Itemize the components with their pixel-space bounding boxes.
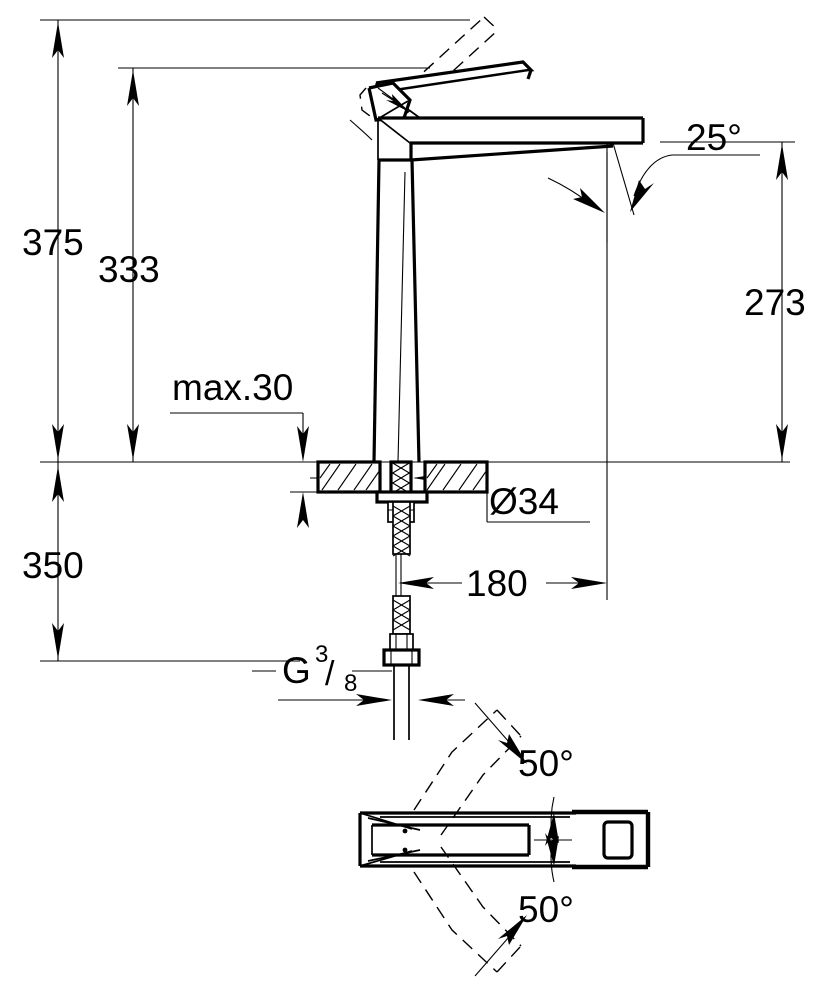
plan-body-block xyxy=(534,809,651,870)
dimension-max-30: max.30 xyxy=(170,367,309,528)
supply-hose xyxy=(382,554,421,740)
dimension-thread-denominator: 8 xyxy=(344,670,357,697)
dimension-350: 350 xyxy=(22,462,84,661)
lever-raised-ghost xyxy=(359,16,499,117)
faucet-lever xyxy=(374,60,535,119)
dimension-180-label: 180 xyxy=(466,563,528,604)
dimension-375: 375 xyxy=(22,20,84,502)
mounting-shank xyxy=(375,460,429,557)
dimension-333: 333 xyxy=(98,68,160,462)
faucet-column xyxy=(372,159,421,463)
dimension-angle-25-label: 25° xyxy=(686,117,742,158)
stud-thread-hatch xyxy=(392,505,411,557)
dimension-angle-50-lower: 50° xyxy=(474,833,574,977)
plan-spout-ghost-left xyxy=(413,709,522,836)
dimension-273-label: 273 xyxy=(744,282,806,323)
countertop-hatch-left xyxy=(319,463,381,491)
dimension-angle-50-upper-label: 50° xyxy=(518,743,574,784)
dimension-angle-50-lower-label: 50° xyxy=(518,889,574,930)
dimension-thread-numerator: 3 xyxy=(315,641,328,668)
faucet-front-elevation xyxy=(349,16,645,463)
dimension-thread-label-g: G xyxy=(282,650,311,691)
dimension-350-label: 350 xyxy=(22,545,84,586)
countertop-hatch-right xyxy=(426,463,488,491)
dimension-angle-25: 25° xyxy=(547,117,760,243)
plan-view: 50° 50° xyxy=(358,702,651,977)
lever-detail-arrows xyxy=(377,87,409,112)
dimension-diameter-34-label: Ø34 xyxy=(489,481,559,522)
dimension-thread-slash: / xyxy=(325,655,335,693)
dimension-thread-g38: G 3 / 8 xyxy=(252,641,465,706)
spout-junction-arrows xyxy=(349,119,373,141)
dimension-333-label: 333 xyxy=(98,249,160,290)
plan-spout-body xyxy=(358,811,576,868)
dimension-max-30-label: max.30 xyxy=(172,367,293,408)
faucet-spout-arm xyxy=(377,116,645,145)
spout-underside xyxy=(377,118,614,162)
dimension-273: 273 xyxy=(744,142,806,462)
countertop-section xyxy=(316,460,489,494)
dimension-angle-50-upper: 50° xyxy=(474,702,574,846)
dimension-180: 180 xyxy=(398,562,607,604)
dimension-375-label: 375 xyxy=(22,222,84,263)
hose-braid-hatch xyxy=(392,599,411,631)
